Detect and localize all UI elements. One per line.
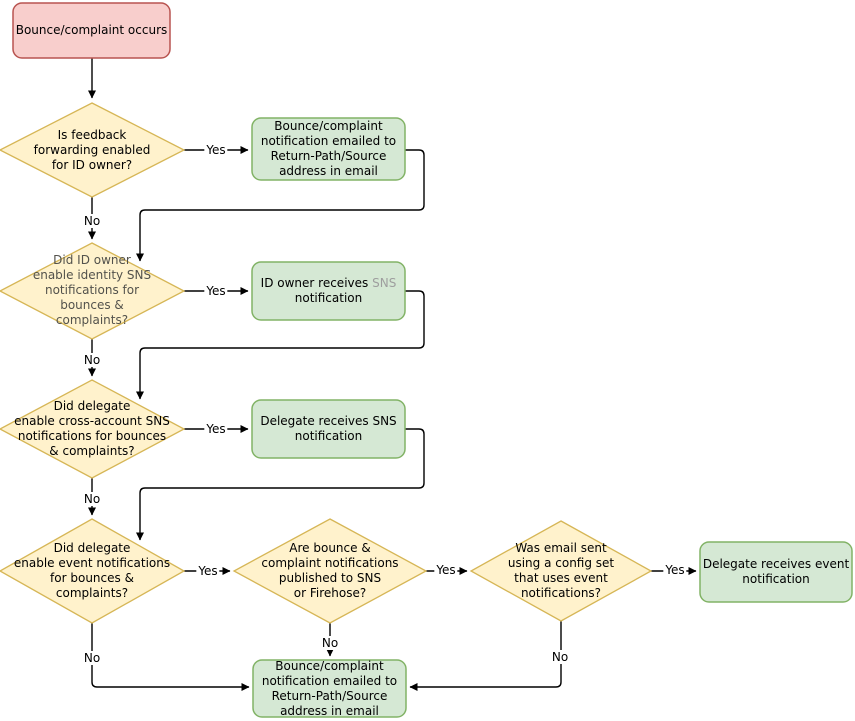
decision-event-notifications-shape <box>0 518 186 624</box>
yes-label-6: Yes <box>663 563 687 577</box>
no-label-1: No <box>81 214 103 228</box>
decision-cross-account-sns-label: Did delegate enable cross-account SNS no… <box>14 399 170 458</box>
sns-muted-text: SNS <box>372 276 397 290</box>
outcome-feedback-email-top-label: Bounce/complaint notification emailed to… <box>260 119 397 178</box>
edge-email-to-identity-sns-decision <box>136 149 425 262</box>
decision-identity-sns-shape <box>0 242 186 340</box>
yes-label-3: Yes <box>204 422 228 436</box>
no-label-6: No <box>549 650 571 664</box>
outcome-id-owner-sns-line2: notification <box>294 291 363 305</box>
outcome-feedback-email-bottom-shape <box>252 659 407 718</box>
no-label-4: No <box>81 651 103 665</box>
decision-published-sns-firehose-shape <box>232 518 428 624</box>
decision-event-notifications-label: Did delegate enable event notifications … <box>13 541 171 600</box>
outcome-id-owner-sns-label: ID owner receives SNS notification <box>249 262 408 320</box>
decision-cross-account-sns-shape <box>0 379 186 479</box>
decision-feedback-forwarding-label: Is feedback forwarding enabled for ID ow… <box>33 127 151 172</box>
no-label-2: No <box>81 353 103 367</box>
outcome-feedback-email-bottom-label: Bounce/complaint notification emailed to… <box>261 658 398 718</box>
edge-delegate-sns-to-event-decision <box>136 428 425 541</box>
yes-label-1: Yes <box>204 143 228 157</box>
edge-owner-sns-to-cross-account-decision <box>136 290 425 400</box>
outcome-delegate-event-label: Delegate receives event notification <box>702 557 850 586</box>
start-node-label: Bounce/complaint occurs <box>15 23 168 37</box>
outcome-feedback-email-top-shape <box>251 117 406 181</box>
id-owner-receives-text: ID owner receives <box>260 276 369 290</box>
decision-feedback-forwarding-shape <box>0 102 186 198</box>
decision-config-set-shape <box>469 520 653 622</box>
edge-no-config-to-bottom-email <box>409 621 562 691</box>
no-label-3: No <box>81 492 103 506</box>
outcome-delegate-sns-label: Delegate receives SNS notification <box>260 414 397 443</box>
start-node-shape <box>12 2 171 59</box>
yes-label-5: Yes <box>434 563 458 577</box>
outcome-delegate-sns-shape <box>251 399 406 459</box>
no-label-5: No <box>319 636 341 650</box>
decision-identity-sns-label: Did ID owner enable identity SNS notific… <box>32 253 152 327</box>
decision-config-set-label: Was email sent using a config set that u… <box>507 541 615 600</box>
decision-published-sns-firehose-label: Are bounce & complaint notifications pub… <box>261 541 399 600</box>
outcome-delegate-event-shape <box>699 541 853 603</box>
outcome-id-owner-sns-shape <box>251 261 406 321</box>
yes-label-2: Yes <box>204 284 228 298</box>
edge-no-event-to-bottom-email <box>91 623 250 691</box>
yes-label-4: Yes <box>196 564 220 578</box>
outcome-id-owner-sns-line1: ID owner receives SNS <box>261 276 397 291</box>
